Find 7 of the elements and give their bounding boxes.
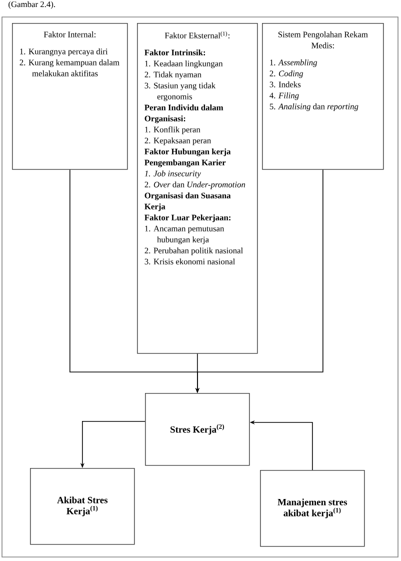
process-box: Manajemen stres akibat kerja$^{(1)}$ [260,470,365,547]
process-box: Akibat Stres Kerja$^{(1)}$ [30,468,135,545]
list-box: Faktor Eksternal$^{(1)}$: Faktor Intrinsik: 1. Keadaan lingkungan 2. Tidak nyaman 3. Stasiun yang tidak ergonomis Peran Individu dalam Organisasi: 1. Konflik peran 2. Kepaksaan peran Faktor Hubungan kerja Pengembangan Karier 1. Job insecurity 2. Over dan Under-promotion Organisasi dan Suasana Kerja Faktor Luar Pekerjaan: 1. Ancaman pemutusan hubungan kerja 2. Perubahan politik nasional 3. Krisis ekonomi nasional [137,23,258,354]
caption-text: (Gambar 2.4). [8,1,55,9]
list-box: Faktor Internal: 1. Kurangnya percaya diri 2. Kurang kemampuan dalam melakukan aktifitas [12,23,128,170]
list-box: Sistem Pengolahan Rekam Medis: 1. Assembling 2. Coding 3. Indeks 4. Filing 5. Analising dan reporting [262,23,384,170]
process-box: Stres Kerja$^{(2)}$ [145,393,250,466]
